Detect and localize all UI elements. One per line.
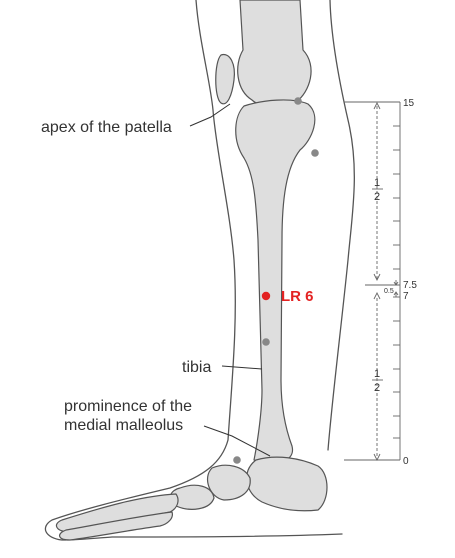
malleolus-label-line2: medial malleolus (64, 417, 183, 434)
fraction-lower-numerator: 1 (374, 368, 380, 380)
malleolus-leader (203, 425, 271, 457)
scale-ticks (393, 125, 400, 439)
fraction-upper-denominator: 2 (374, 191, 380, 203)
tibia-label: tibia (182, 359, 211, 376)
scale-label-0: 0 (403, 456, 409, 467)
fraction-upper: 1 2 (372, 177, 383, 203)
patella (215, 53, 235, 105)
scale-label-15: 15 (403, 98, 415, 109)
scale-label-7-5: 7.5 (403, 280, 417, 291)
fraction-lower: 1 2 (372, 368, 383, 394)
apex-leader (189, 103, 231, 127)
marker-shin (262, 338, 270, 346)
marker-knee-upper (294, 97, 302, 105)
scale-gap-label: 0.5 (384, 288, 394, 295)
marker-ankle (233, 456, 241, 464)
leg-outline (44, 0, 355, 541)
tibia-bone (235, 99, 316, 464)
tibia-leader (221, 365, 263, 370)
femur (237, 0, 312, 108)
fraction-lower-denominator: 2 (374, 382, 380, 394)
malleolus-label-line1: prominence of the (64, 398, 192, 415)
apex-of-patella-label: apex of the patella (41, 119, 172, 136)
lr6-point (261, 291, 271, 301)
lr6-label: LR 6 (281, 288, 314, 305)
measurement-scale: 15 7.5 7 0 0.5 1 2 1 2 (344, 98, 417, 467)
foot-bones (55, 456, 328, 541)
marker-knee-lower (311, 149, 319, 157)
scale-label-7: 7 (403, 291, 409, 302)
fraction-upper-numerator: 1 (374, 177, 380, 189)
